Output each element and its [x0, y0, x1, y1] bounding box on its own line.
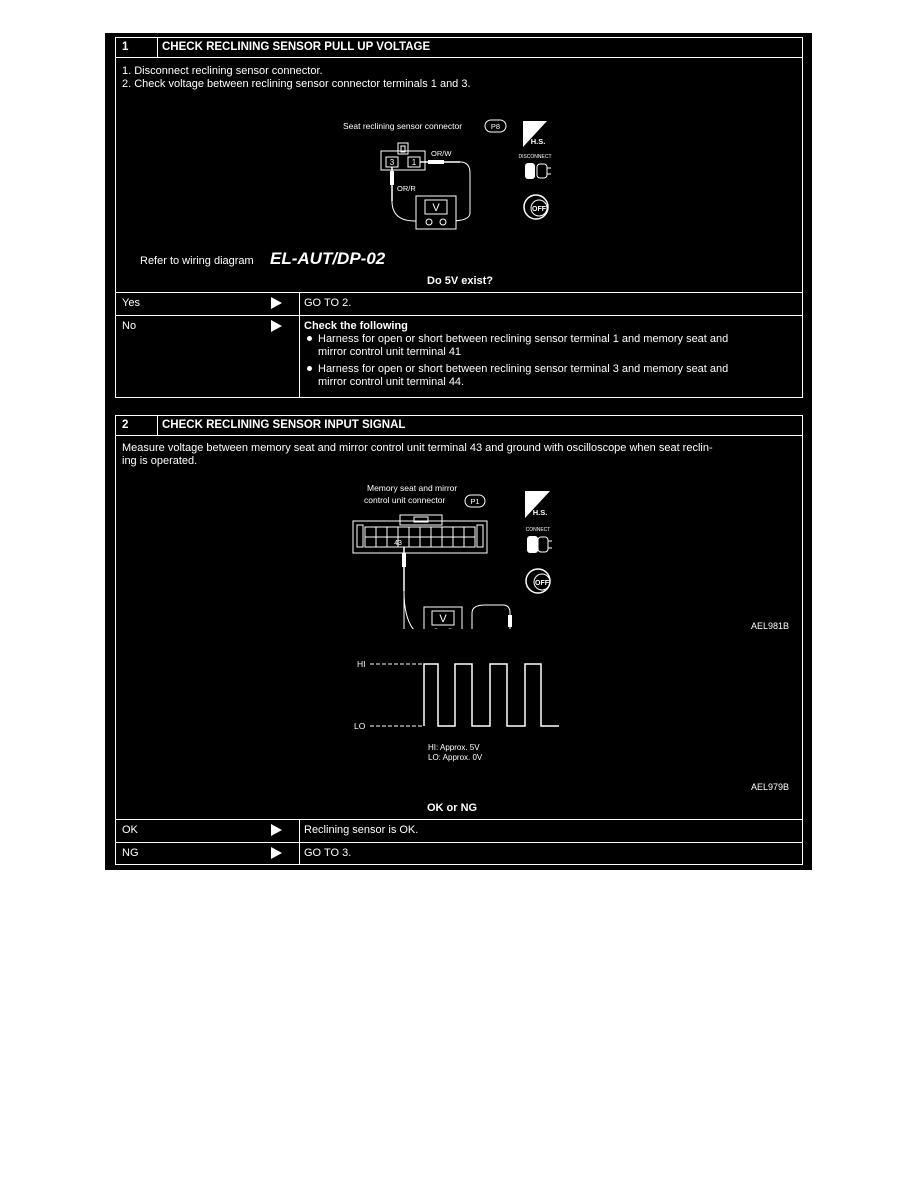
question-1: Do 5V exist?	[427, 275, 494, 287]
step-1: 1. Disconnect reclining sensor connector…	[122, 65, 323, 77]
result-ng-label: NG	[122, 847, 139, 859]
service-manual-page: 1 CHECK RECLINING SENSOR PULL UP VOLTAGE…	[105, 33, 812, 870]
instruction-line-1: Measure voltage between memory seat and …	[122, 442, 713, 454]
svg-text:OFF: OFF	[532, 206, 547, 213]
reclining-sensor-circuit-diagram: Seat reclining sensor connector P8 3 1 O…	[343, 119, 552, 230]
svg-text:Memory seat and mirror: Memory seat and mirror	[367, 483, 457, 493]
section-1-title: CHECK RECLINING SENSOR PULL UP VOLTAGE	[162, 41, 431, 53]
svg-text:control unit connector: control unit connector	[364, 495, 445, 505]
svg-text:H.S.: H.S.	[531, 137, 546, 146]
bullet-2: Harness for open or short between reclin…	[307, 363, 728, 376]
waveform-legend-lo: LO: Approx. 0V	[428, 753, 483, 762]
voltmeter-v: V	[432, 202, 440, 214]
result-ok-action: Reclining sensor is OK.	[304, 824, 419, 836]
result-ok-label: OK	[122, 824, 138, 836]
waveform-lo-label: LO	[354, 721, 366, 731]
bullet-1-cont: mirror control unit terminal 41	[318, 346, 462, 358]
svg-text:CONNECT: CONNECT	[526, 527, 551, 533]
bullet-1: Harness for open or short between reclin…	[307, 333, 728, 346]
section-1-number: 1	[122, 41, 129, 53]
step-2: 2. Check voltage between reclining senso…	[122, 78, 471, 90]
svg-text:OFF: OFF	[535, 580, 550, 587]
figure-id-1: AEL981B	[751, 621, 790, 631]
svg-text:V: V	[439, 613, 447, 625]
terminal-43: 43	[394, 540, 402, 547]
result-ng-arrow	[271, 847, 282, 859]
refer-code: EL-AUT/DP-02	[270, 249, 386, 268]
hs-icon: H.S.	[523, 121, 547, 147]
connect-icon: CONNECT	[526, 527, 552, 553]
section-2-table	[115, 415, 803, 865]
connector-label: Seat reclining sensor connector	[343, 121, 462, 131]
instruction-line-2: ing is operated.	[122, 455, 198, 467]
waveform-hi-label: HI	[357, 659, 366, 669]
result-yes-arrow	[271, 297, 282, 309]
wire-or-r: OR/R	[397, 184, 416, 193]
figure-id-2: AEL979B	[751, 782, 790, 792]
hs-icon: H.S.	[525, 491, 550, 518]
wire-or-w: OR/W	[431, 149, 452, 158]
section-2-title: CHECK RECLINING SENSOR INPUT SIGNAL	[162, 419, 406, 431]
control-unit-circuit-diagram: Memory seat and mirror control unit conn…	[352, 483, 512, 629]
svg-text:P1: P1	[470, 497, 479, 506]
ignition-off-icon: OFF	[525, 568, 551, 594]
svg-text:H.S.: H.S.	[533, 508, 548, 517]
result-yes-action: GO TO 2.	[304, 297, 352, 309]
result-ng-action: GO TO 3.	[304, 847, 352, 859]
result-no-title: Check the following	[304, 320, 408, 332]
section-1-table	[115, 37, 803, 398]
result-ok-arrow	[271, 824, 282, 836]
result-no-label: No	[122, 320, 137, 332]
disconnect-icon: DISCONNECT	[518, 154, 552, 179]
result-no-arrow	[271, 320, 282, 332]
waveform-legend-hi: HI: Approx. 5V	[428, 743, 480, 752]
ignition-off-icon: OFF	[523, 194, 549, 220]
bullet-2-cont: mirror control unit terminal 44.	[318, 376, 465, 388]
terminal-1: 1	[412, 158, 417, 167]
question-2: OK or NG	[427, 802, 478, 814]
section-2-number: 2	[122, 419, 129, 431]
terminal-3: 3	[390, 158, 395, 167]
control-unit-icons: H.S. CONNECT OFF	[525, 491, 552, 594]
refer-label: Refer to wiring diagram	[140, 255, 254, 267]
result-yes-label: Yes	[122, 297, 140, 309]
connector-code: P8	[491, 122, 500, 131]
svg-text:DISCONNECT: DISCONNECT	[518, 154, 551, 160]
oscilloscope-waveform: HI LO HI: Approx. 5V LO: Approx. 0V	[354, 659, 559, 762]
